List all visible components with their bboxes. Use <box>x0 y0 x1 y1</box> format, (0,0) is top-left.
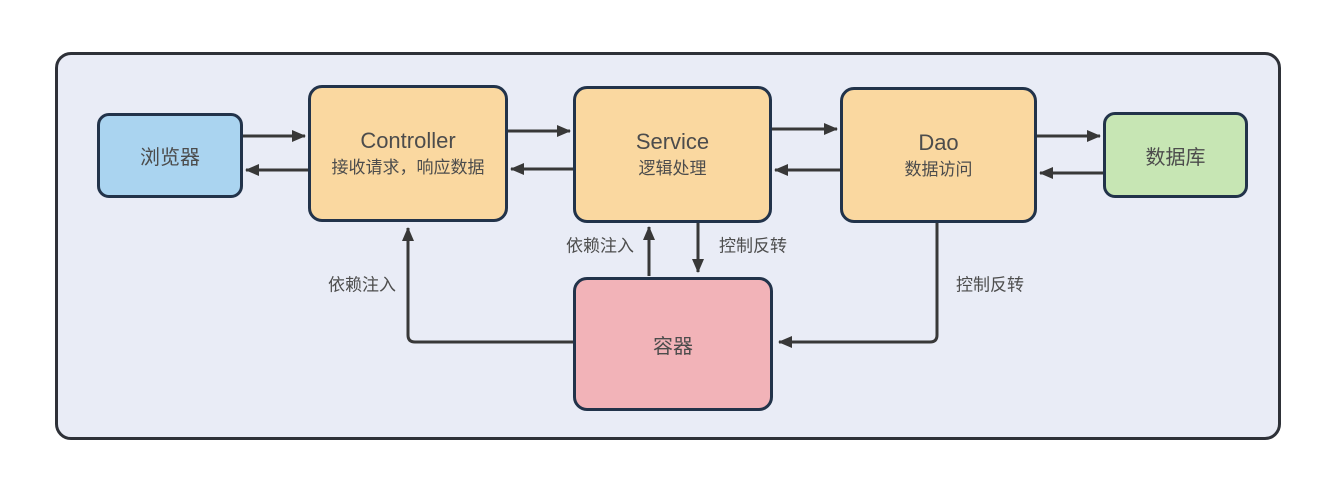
node-database-label: 数据库 <box>1145 146 1206 169</box>
edge-label-inversion-of-control-dao: 控制反转 <box>956 275 1024 295</box>
node-dao-subtitle: 数据访问 <box>904 159 973 179</box>
node-dao: Dao 数据访问 <box>840 87 1037 223</box>
node-browser-label: 浏览器 <box>140 147 200 169</box>
node-container: 容器 <box>573 277 773 411</box>
edge-label-inversion-of-control-service: 控制反转 <box>719 236 787 256</box>
node-controller: Controller 接收请求，响应数据 <box>308 85 508 222</box>
node-database: 数据库 <box>1103 112 1248 198</box>
node-controller-subtitle: 接收请求，响应数据 <box>331 158 485 177</box>
node-dao-title: Dao <box>918 129 959 155</box>
node-controller-title: Controller <box>360 128 456 153</box>
node-browser: 浏览器 <box>97 113 243 198</box>
edge-label-dependency-injection-controller: 依赖注入 <box>328 275 396 295</box>
node-service: Service 逻辑处理 <box>573 86 772 223</box>
node-service-subtitle: 逻辑处理 <box>638 159 707 178</box>
node-service-title: Service <box>635 129 710 154</box>
edge-label-dependency-injection-service: 依赖注入 <box>566 236 634 256</box>
node-container-label: 容器 <box>653 335 693 358</box>
